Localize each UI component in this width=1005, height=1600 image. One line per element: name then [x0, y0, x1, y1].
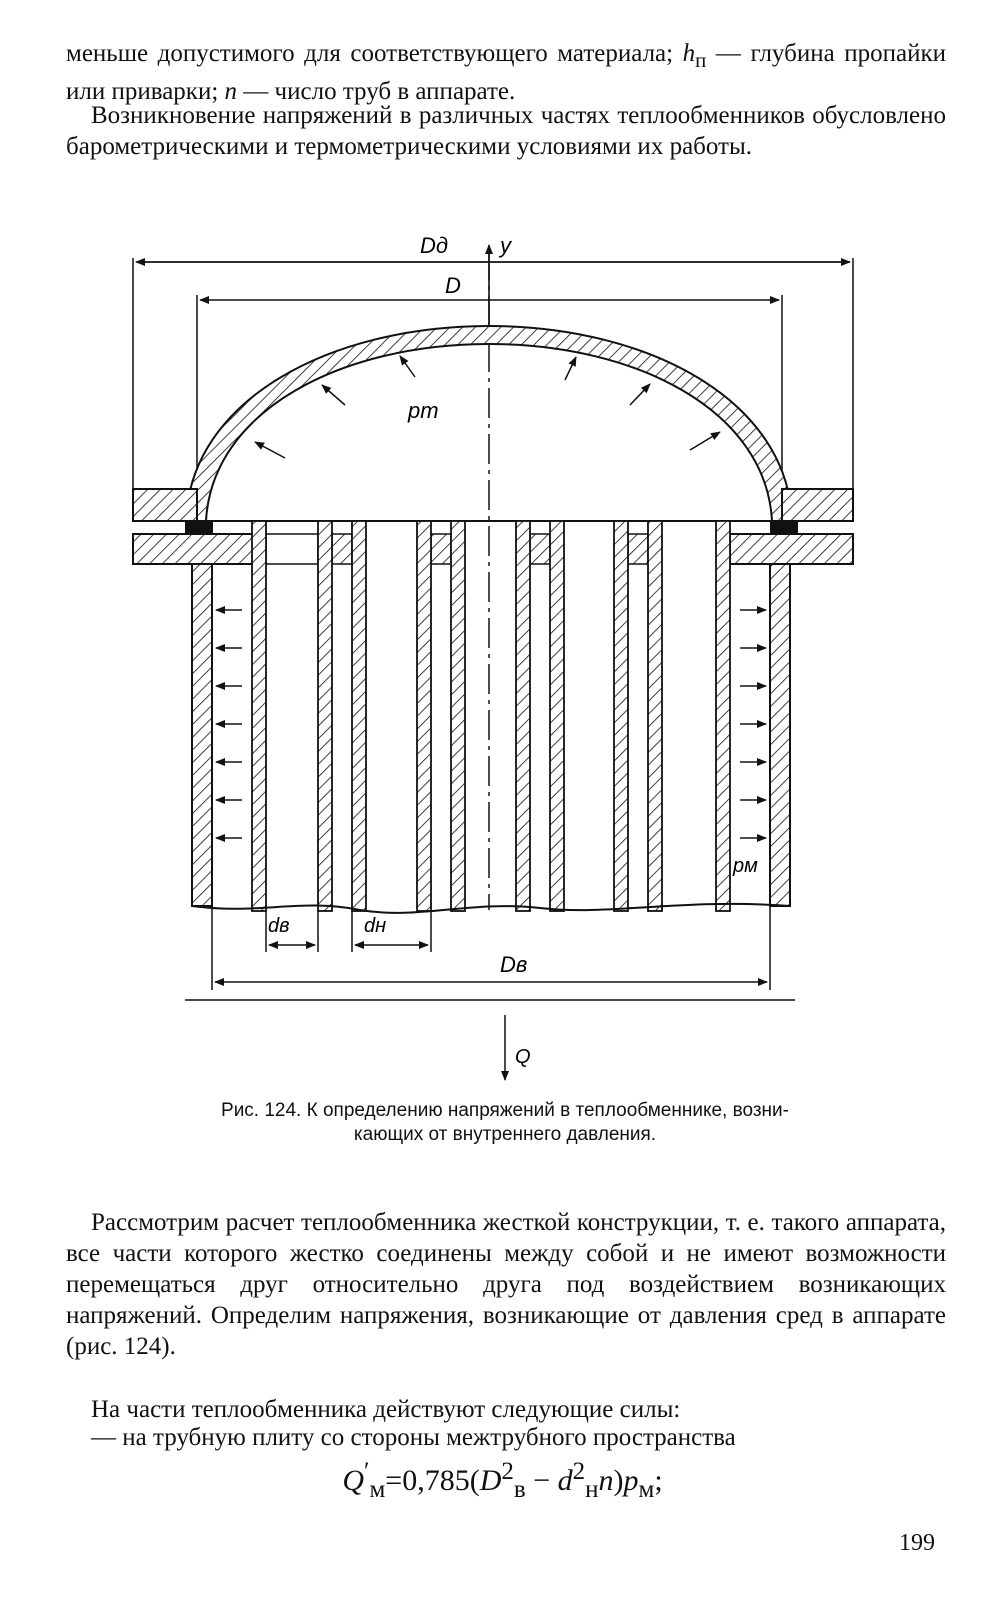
dimension-dn	[351, 911, 432, 952]
label-pt: pт	[407, 398, 439, 423]
dimension-Dd	[132, 258, 854, 490]
body-paragraph-2: На части теплообменника действуют следую…	[91, 1396, 681, 1423]
label-pm: pм	[732, 855, 758, 877]
label-Dv: Dв	[500, 952, 527, 977]
page-number: 199	[899, 1530, 935, 1556]
shell-pressure-arrows-left	[215, 606, 242, 842]
label-Dd: Dд	[420, 233, 448, 258]
shell-wall-right	[769, 563, 791, 907]
dimension-dv	[265, 911, 319, 952]
label-dv: dв	[268, 915, 290, 937]
figure-caption: Рис. 124. К определению напряжений в теп…	[221, 1100, 789, 1145]
top-paragraph-1: меньше допустимого для соответствующего …	[66, 40, 946, 105]
tube-plate-right	[729, 533, 854, 565]
dimension-D	[196, 295, 783, 488]
tube-plate-left	[132, 533, 254, 565]
tubes	[251, 520, 731, 912]
heat-exchanger-figure: Dд y D pт pм dв dн Dв Q	[132, 233, 854, 1081]
upper-flange-left	[132, 488, 198, 522]
body-paragraph-3: — на трубную плиту со стороны межтрубног…	[91, 1424, 736, 1451]
top-paragraph-2: Возникновение напряжений в различных час…	[66, 102, 946, 160]
label-y: y	[498, 233, 513, 258]
gasket-left	[185, 521, 213, 534]
formula-Qm: Q′м=0,785(D2в − d2нn)pм;	[342, 1458, 663, 1503]
shell-pressure-arrows-right	[740, 606, 767, 842]
force-Q	[185, 999, 795, 1081]
label-dn: dн	[364, 915, 386, 937]
label-Q: Q	[515, 1046, 531, 1068]
shell-wall-left	[191, 563, 213, 907]
dome-pressure-arrows	[254, 355, 721, 459]
label-D: D	[445, 273, 461, 298]
gasket-right	[770, 521, 798, 534]
upper-flange-right	[781, 488, 854, 522]
body-paragraph-1: Рассмотрим расчет теплообменника жесткой…	[66, 1209, 946, 1360]
break-line	[191, 902, 791, 914]
dimension-Dv	[211, 906, 771, 990]
